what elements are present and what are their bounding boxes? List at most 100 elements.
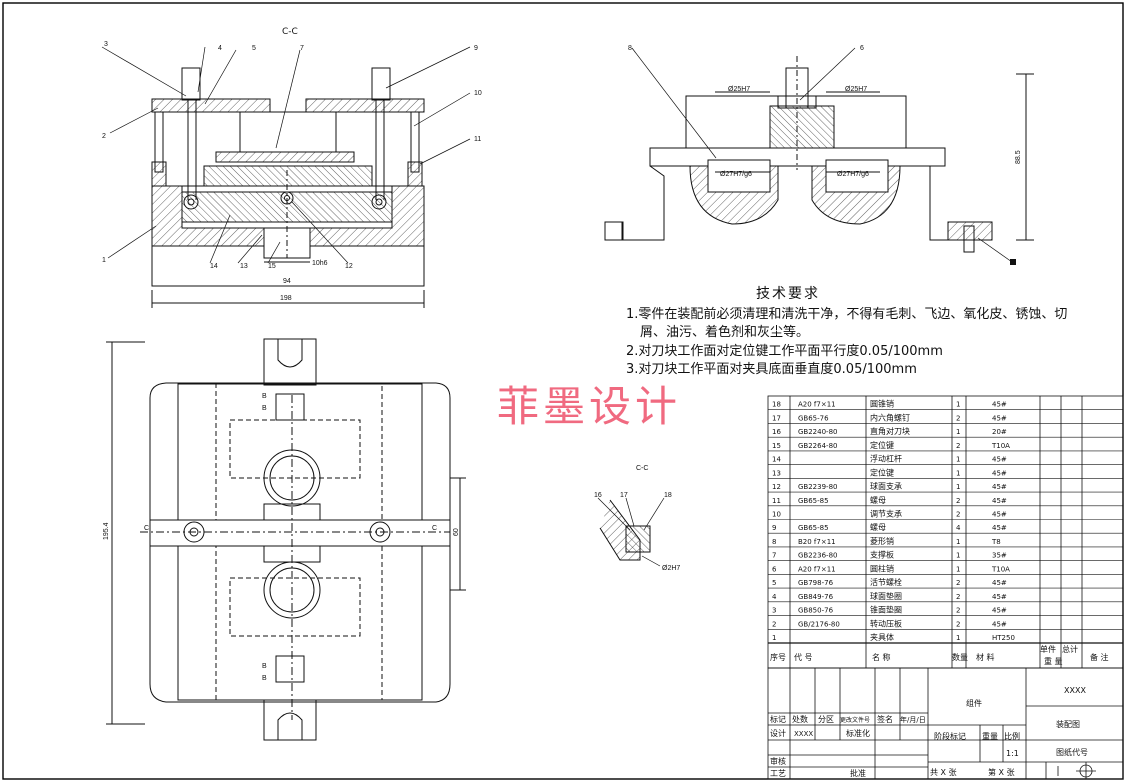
bom-cell-no: 1 [772,634,776,642]
bom-cell-mat: 45# [992,524,1007,532]
bom-cell-mat: 45# [992,483,1007,491]
bom-cell-qty: 1 [956,456,960,464]
tb-process: 工艺 [770,769,786,778]
front-section-view: C-C [151,27,425,308]
bom-cell-qty: 2 [956,607,960,615]
dim-195-4: 195.4 [103,522,110,540]
bom-h-remark: 备 注 [1090,652,1109,662]
bom-cell-no: 6 [772,565,777,573]
mark-c-right: C [432,525,437,532]
tb-count: 处数 [792,714,808,724]
bom-cell-mat: 45# [992,607,1007,615]
bom-cell-code: GB798-76 [798,579,834,587]
tech-title: 技术要求 [756,286,820,302]
bom-cell-no: 4 [772,593,777,601]
bom-cell-code: GB850-76 [798,607,834,615]
balloon-2: 2 [102,133,106,140]
dim-198: 198 [280,295,292,302]
balloon-3: 3 [104,41,108,48]
bom-cell-name: 夹具体 [870,632,894,642]
dim-d2h7: Ø2H7 [662,565,680,572]
bom-cell-no: 18 [772,401,781,409]
bom-cell-code: GB65-76 [798,414,829,422]
bom-cell-no: 9 [772,524,776,532]
bom-cell-name: 螺母 [870,522,886,532]
mark-b-3: B [262,663,267,670]
bom-cell-no: 5 [772,579,776,587]
balloon-11: 11 [474,136,481,143]
tb-approve: 批准 [850,768,866,778]
tb-scale: 1:1 [1006,749,1019,758]
bom-cell-no: 14 [772,456,781,464]
tb-stage: 阶段标记 [934,731,966,741]
mark-b-2: B [262,405,267,412]
balloon-12: 12 [345,263,353,270]
bom-h-total: 总计 [1062,644,1078,654]
bom-cell-mat: 45# [992,401,1007,409]
bom-cell-name: 螺母 [870,495,886,505]
bom-cell-mat: 45# [992,511,1007,519]
bom-cell-qty: 2 [956,442,960,450]
bom-cell-mat: T10A [991,442,1010,450]
tb-ratio: 比例 [1004,731,1020,741]
plan-view [106,338,466,741]
bom-cell-qty: 1 [956,483,960,491]
tech-line-1: 1.零件在装配前必须清理和清洗干净，不得有毛刺、飞边、氧化皮、锈蚀、切 [626,307,1068,322]
dim-94: 94 [283,278,291,285]
bom-cell-name: 直角对刀块 [870,426,910,436]
bom-cell-no: 3 [772,607,776,615]
bom-cell-mat: 45# [992,593,1007,601]
bom-cell-name: 菱形销 [870,536,894,546]
tb-changedoc: 更改文件号 [840,716,870,724]
mark-c-left: C [144,525,149,532]
bom-cell-qty: 2 [956,497,960,505]
tb-total: 共 X 张 [930,768,957,777]
bom-cell-code: GB65-85 [798,524,829,532]
balloon-16: 16 [594,492,602,499]
bom-cell-no: 13 [772,469,781,477]
bom-cell-qty: 1 [956,538,960,546]
title-block-text: 组件 XXXX 装配图 标记 处数 分区 更改文件号 签名 年/月/日 设计 X… [770,686,1088,778]
bom-cell-mat: 35# [992,552,1007,560]
tb-date: 年/月/日 [900,715,926,724]
balloon-9: 9 [474,45,478,52]
balloon-10: 10 [474,90,482,97]
dim-d25h7-right: Ø25H7 [845,86,867,93]
bom-cell-qty: 2 [956,414,960,422]
tb-standard: 标准化 [846,728,870,738]
bom-h-code: 代 号 [794,652,813,662]
bom-cell-no: 8 [772,538,776,546]
tech-line-2: 屑、油污、着色剂和灰尘等。 [640,325,810,340]
detail-view [597,497,665,567]
front-view-title: C-C [282,27,298,37]
bom-cell-mat: 45# [992,579,1007,587]
bom-cell-mat: T8 [991,538,1001,546]
bom-h-name: 名 称 [872,652,891,662]
tb-weight: 重量 [982,731,998,741]
bom-cell-name: 锥面垫圈 [870,605,902,615]
bom-cell-mat: 45# [992,414,1007,422]
bom-cell-qty: 1 [956,428,960,436]
bom-header: 序号 代 号 名 称 数量 材 料 单件 总计 重 量 备 注 [770,644,1109,666]
bom-cell-code: GB2236-80 [798,552,837,560]
bom-h-no: 序号 [770,652,786,662]
tech-line-3: 2.对刀块工作面对定位键工作平面平行度0.05/100mm [626,344,943,359]
bom-cell-name: 浮动杠杆 [870,454,902,464]
balloon-6: 6 [860,45,864,52]
bom-cell-qty: 2 [956,511,960,519]
tb-design-val: XXXX [794,730,813,738]
tb-drawing-no: 图纸代号 [1056,747,1088,757]
tb-zone: 分区 [818,715,834,724]
detail-labels: C-C 16 17 18 Ø2H7 [594,465,680,572]
side-section-view [604,56,1034,253]
bom-cell-code: A20 f7×11 [798,401,836,409]
balloon-14: 14 [210,263,218,270]
bom-cell-qty: 1 [956,469,960,477]
bom-cell-name: 球面支承 [870,481,902,491]
bom-h-weight: 重 量 [1044,656,1063,666]
balloon-1: 1 [102,257,106,264]
tb-group: 组件 [966,698,982,708]
bom-cell-name: 圆柱销 [870,563,894,573]
bom-cell-name: 圆锥销 [870,399,894,409]
